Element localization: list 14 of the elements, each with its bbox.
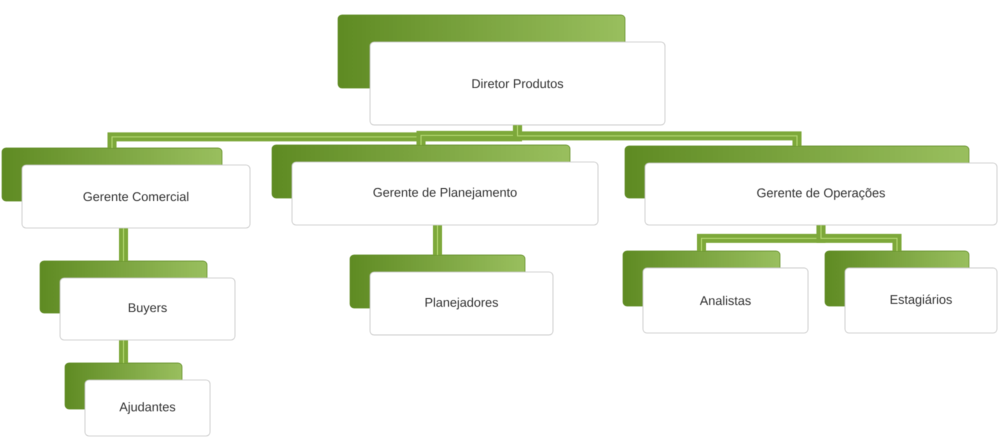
connector-line xyxy=(432,225,442,255)
org-box: Ajudantes xyxy=(64,362,210,436)
connector-line xyxy=(118,340,128,363)
org-box: Gerente Comercial xyxy=(2,148,250,228)
org-box: Planejadores xyxy=(350,254,554,336)
connector-line xyxy=(512,125,802,146)
org-box: Estagiários xyxy=(824,250,998,334)
connector-line xyxy=(816,225,902,251)
org-box: Analistas xyxy=(622,250,808,334)
org-box: Diretor Produtos xyxy=(338,14,666,126)
org-box: Buyers xyxy=(40,260,236,340)
connector-line xyxy=(118,228,128,261)
org-box: Gerente de Operações xyxy=(624,146,998,226)
org-box: Gerente de Planejamento xyxy=(272,144,598,226)
